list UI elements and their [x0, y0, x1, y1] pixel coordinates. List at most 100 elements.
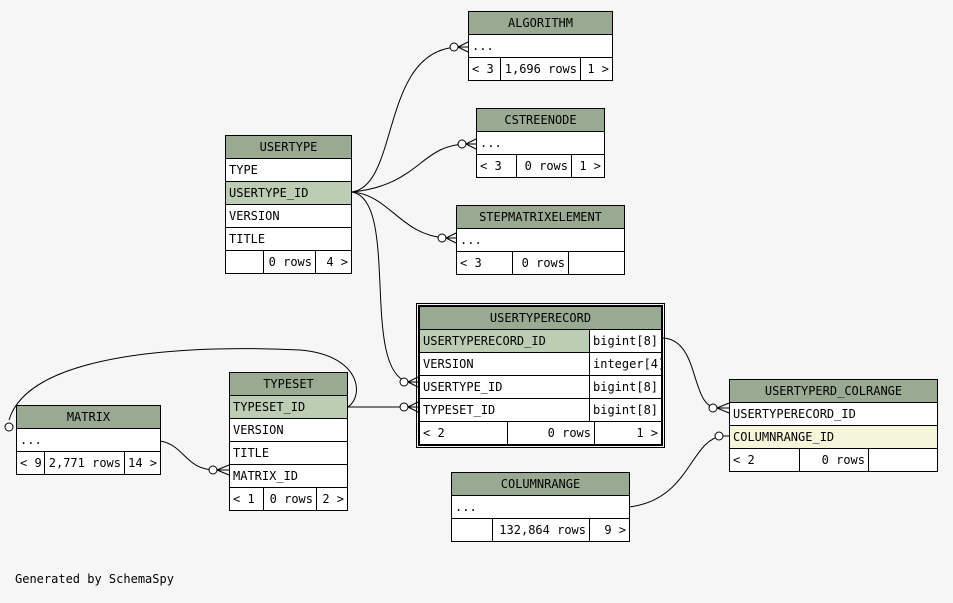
table-row: MATRIX_ID: [230, 465, 347, 488]
table-footer: < 3 1,696 rows 1 >: [469, 58, 612, 80]
parents-count-link[interactable]: < 1: [230, 488, 264, 510]
column-name: VERSION: [229, 209, 280, 223]
table-footer: < 3 0 rows: [457, 252, 624, 274]
column-name: USERTYPE_ID: [229, 186, 309, 200]
parents-count-link[interactable]: < 3: [457, 252, 513, 274]
edge-end-circle: [714, 431, 724, 441]
table-title[interactable]: USERTYPERECORD: [420, 307, 661, 330]
table-title[interactable]: ALGORITHM: [469, 12, 612, 35]
children-count-link[interactable]: 1 >: [587, 62, 609, 76]
table-title[interactable]: TYPESET: [230, 373, 347, 396]
table-algorithm[interactable]: ALGORITHM ... < 3 1,696 rows 1 >: [468, 11, 613, 81]
table-title[interactable]: USERTYPERD_COLRANGE: [730, 380, 937, 403]
table-footer: < 1 0 rows 2 >: [230, 488, 347, 510]
edge-end-circle: [708, 403, 718, 413]
edge-columnrange-colrange: [628, 435, 723, 508]
children-count-link[interactable]: 4 >: [326, 255, 348, 269]
table-row-primary-key: USERTYPE_ID: [226, 182, 351, 205]
table-footer: < 9 2,771 rows 14 >: [17, 452, 160, 474]
children-count-link[interactable]: 2 >: [322, 492, 344, 506]
crowfoot-mark: [445, 232, 457, 244]
crowfoot-mark: [465, 138, 477, 150]
parents-count-link[interactable]: < 3: [469, 58, 501, 80]
parents-count-link[interactable]: < 2: [730, 449, 800, 471]
column-name: COLUMNRANGE_ID: [733, 430, 835, 444]
table-title[interactable]: CSTREENODE: [477, 109, 604, 132]
edge-usertype-algorithm: [351, 46, 459, 193]
table-row: TITLE: [230, 442, 347, 465]
edge-usertyperecord-colrange: [662, 337, 717, 409]
parents-count-link[interactable]: < 3: [477, 155, 517, 177]
table-matrix[interactable]: MATRIX ... < 9 2,771 rows 14 >: [16, 405, 161, 475]
crowfoot-mark: [407, 401, 419, 413]
generated-by-credit: Generated by SchemaSpy: [15, 572, 174, 586]
column-name: USERTYPERECORD_ID: [733, 407, 856, 421]
row-count: 1,696 rows: [501, 58, 581, 80]
column-name: TITLE: [233, 446, 270, 460]
column-name: VERSION: [233, 423, 284, 437]
edge-end-circle: [4, 422, 14, 432]
table-title[interactable]: USERTYPE: [226, 136, 351, 159]
parents-count-link[interactable]: < 2: [420, 422, 508, 444]
table-usertype[interactable]: USERTYPE TYPE USERTYPE_ID VERSION TITLE …: [225, 135, 352, 274]
table-footer: < 3 0 rows 1 >: [477, 155, 604, 177]
table-footer: 132,864 rows 9 >: [452, 519, 629, 541]
table-row: ...: [469, 35, 612, 58]
table-title[interactable]: STEPMATRIXELEMENT: [457, 206, 624, 229]
table-row: USERTYPE_ID bigint[8]: [420, 376, 661, 399]
edge-end-circle: [399, 402, 409, 412]
edge-end-circle: [208, 465, 218, 475]
table-typeset[interactable]: TYPESET TYPESET_ID VERSION TITLE MATRIX_…: [229, 372, 348, 511]
edge-matrix-typeset: [159, 440, 217, 471]
children-count-link[interactable]: [869, 449, 937, 471]
table-row: TYPE: [226, 159, 351, 182]
row-count: 0 rows: [264, 488, 317, 510]
table-columnrange[interactable]: COLUMNRANGE ... 132,864 rows 9 >: [451, 472, 630, 542]
column-name: USERTYPERECORD_ID: [423, 334, 546, 348]
column-name: TYPE: [229, 163, 258, 177]
table-title[interactable]: MATRIX: [17, 406, 160, 429]
table-usertyperecord[interactable]: USERTYPERECORD USERTYPERECORD_ID bigint[…: [416, 303, 665, 448]
column-type: bigint[8]: [589, 330, 661, 352]
table-row: ...: [457, 229, 624, 252]
table-title[interactable]: COLUMNRANGE: [452, 473, 629, 496]
table-row-highlighted: COLUMNRANGE_ID: [730, 426, 937, 449]
column-type: bigint[8]: [589, 399, 661, 421]
row-count: 0 rows: [513, 252, 569, 274]
edge-end-circle: [399, 377, 409, 387]
children-count-link[interactable]: 14 >: [128, 456, 157, 470]
column-type: bigint[8]: [589, 376, 661, 398]
table-row: VERSION integer[4]: [420, 353, 661, 376]
table-cstreenode[interactable]: CSTREENODE ... < 3 0 rows 1 >: [476, 108, 605, 178]
children-count-link[interactable]: 1 >: [636, 426, 658, 440]
table-row: TYPESET_ID bigint[8]: [420, 399, 661, 422]
children-count-link[interactable]: 9 >: [604, 523, 626, 537]
table-usertyperd-colrange[interactable]: USERTYPERD_COLRANGE USERTYPERECORD_ID CO…: [729, 379, 938, 472]
table-footer: < 2 0 rows: [730, 449, 937, 471]
edge-end-circle: [457, 139, 467, 149]
column-name: TYPESET_ID: [423, 403, 496, 417]
edge-usertype-usertyperecord: [351, 191, 409, 383]
crowfoot-mark: [407, 376, 419, 388]
row-count: 0 rows: [508, 422, 595, 444]
row-count: 132,864 rows: [493, 519, 590, 541]
row-count: 2,771 rows: [45, 452, 125, 474]
table-stepmatrixelement[interactable]: STEPMATRIXELEMENT ... < 3 0 rows: [456, 205, 625, 275]
column-name: VERSION: [423, 357, 474, 371]
row-count: 0 rows: [517, 155, 572, 177]
table-row: ...: [477, 132, 604, 155]
table-row-primary-key: TYPESET_ID: [230, 396, 347, 419]
parents-count-link[interactable]: [226, 251, 264, 273]
table-row: VERSION: [226, 205, 351, 228]
row-count: 0 rows: [800, 449, 869, 471]
parents-count-link[interactable]: < 9: [17, 452, 45, 474]
children-count-link[interactable]: [569, 252, 624, 274]
column-name: ...: [472, 39, 494, 53]
edge-usertype-cstreenode: [351, 143, 467, 193]
table-row: TITLE: [226, 228, 351, 251]
children-count-link[interactable]: 1 >: [579, 159, 601, 173]
parents-count-link[interactable]: [452, 519, 493, 541]
column-type: integer[4]: [589, 353, 661, 375]
table-footer: 0 rows 4 >: [226, 251, 351, 273]
edge-end-circle: [437, 233, 447, 243]
